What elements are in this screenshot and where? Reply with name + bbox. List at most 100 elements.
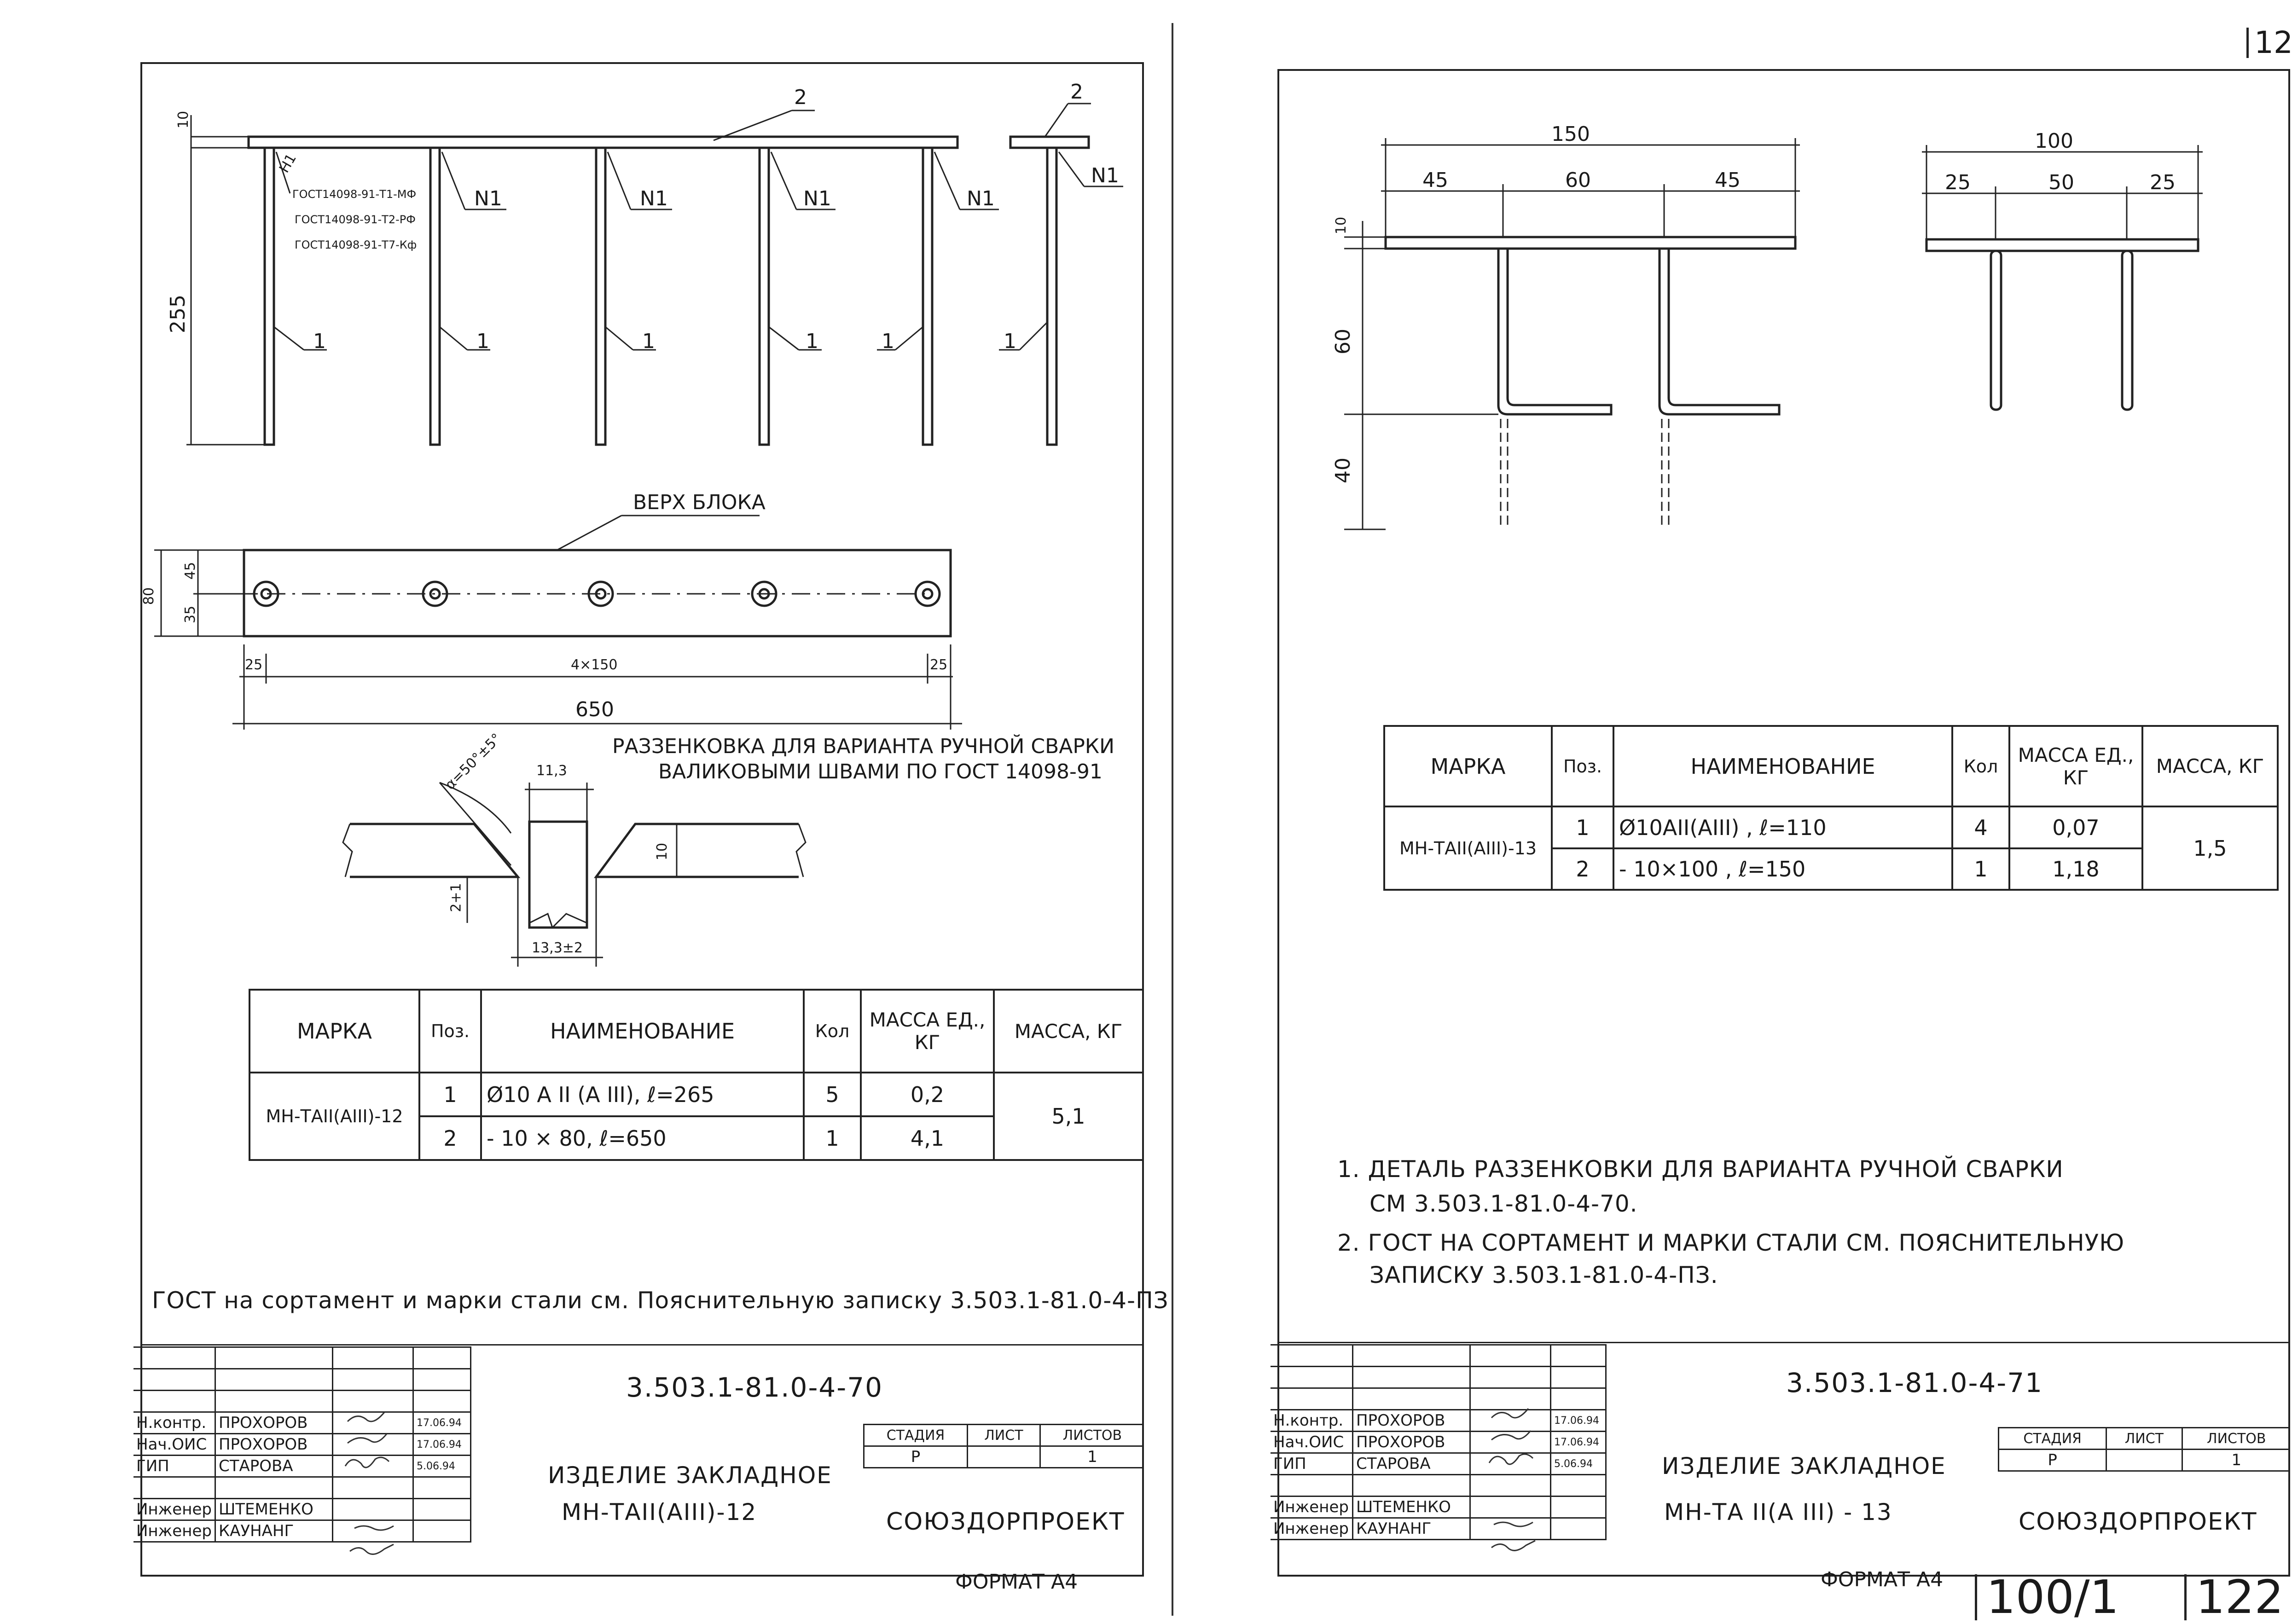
top-of-block-label: ВЕРХ БЛОКА	[633, 491, 766, 514]
stage-value: Р	[863, 1445, 968, 1468]
bevel-width-bottom-label: 13,3±2	[532, 940, 583, 956]
dim-b-right: 25	[2150, 171, 2176, 194]
bevel-width-top-label: 11,3	[536, 763, 567, 779]
plan-length-label: 650	[575, 698, 614, 721]
weld-mark-label: N1	[803, 187, 831, 210]
plan-spacing-label: 4×150	[571, 657, 618, 673]
bevel-detail-drawing	[342, 782, 807, 967]
stamp-person: СТАРОВА	[214, 1455, 333, 1478]
spec-pos-cell: 2	[1551, 847, 1614, 891]
spec-mark-cell: МН-ТАII(АIII)-13	[1383, 806, 1553, 891]
page-number-bottom-right: 122	[2184, 1574, 2284, 1620]
spec-name-cell: - 10×100 , ℓ=150	[1613, 847, 1953, 891]
sheets-value: 1	[2181, 1449, 2290, 1472]
stamp-role: Нач.ОИС	[133, 1433, 216, 1456]
bar-position-label: 1	[1004, 330, 1016, 353]
page-number-bottom-left: 100/1	[1975, 1574, 2119, 1620]
stamp-role: Нач.ОИС	[1271, 1431, 1353, 1454]
weld-mark-label: N1	[474, 187, 502, 210]
left-stamp-code: 3.503.1-81.0-4-70	[626, 1372, 883, 1403]
header-mark: МАРКА	[1383, 725, 1553, 808]
plate-position-label-end: 2	[1070, 80, 1083, 104]
stage-header: СТАДИЯ	[1997, 1427, 2107, 1450]
stamp-role: Инженер	[1271, 1496, 1353, 1519]
spec-name-cell: - 10 × 80, ℓ=650	[480, 1115, 805, 1161]
weld-mark-label: N1	[967, 187, 995, 210]
right-note-2-cont: ЗАПИСКУ 3.503.1-81.0-4-ПЗ.	[1369, 1262, 1718, 1288]
right-format-label: ФОРМАТ А4	[1821, 1568, 1944, 1591]
spec-total-mass-cell: 1,5	[2141, 806, 2279, 891]
dim-b-mid: 50	[2048, 171, 2074, 194]
plan-edge-left-label: 25	[245, 657, 263, 673]
spec-unit-mass-cell: 0,07	[2008, 806, 2143, 849]
right-note-1-cont: СМ 3.503.1-81.0-4-70.	[1369, 1190, 1638, 1217]
header-unit-mass: МАССА ЕД., КГ	[860, 989, 995, 1073]
spec-qty-cell: 1	[1951, 847, 2010, 891]
spec-qty-cell: 1	[803, 1115, 862, 1161]
bevel-title-line-2: ВАЛИКОВЫМИ ШВАМИ ПО ГОСТ 14098-91	[658, 760, 1102, 783]
header-pos: Поз.	[418, 989, 482, 1073]
stamp-role: Инженер	[1271, 1517, 1353, 1540]
dim-a-total: 150	[1551, 122, 1590, 146]
stage-value: Р	[1997, 1449, 2107, 1472]
right-stamp-title-2: МН-ТА II(А III) - 13	[1664, 1499, 1892, 1525]
left-stamp-org: СОЮЗДОРПРОЕКТ	[886, 1508, 1125, 1536]
bevel-title-line-1: РАЗЗЕНКОВКА ДЛЯ ВАРИАНТА РУЧНОЙ СВАРКИ	[612, 735, 1115, 758]
stamp-date: 5.06.94	[1550, 1452, 1607, 1475]
stamp-person: ПРОХОРОВ	[1352, 1431, 1471, 1454]
right-note-2: 2. ГОСТ НА СОРТАМЕНТ И МАРКИ СТАЛИ СМ. П…	[1337, 1230, 2125, 1256]
header-total-mass: МАССА, КГ	[2141, 725, 2279, 808]
right-spec-table: МАРКА Поз. НАИМЕНОВАНИЕ Кол МАССА ЕД., К…	[1383, 725, 2279, 891]
left-elevation-drawing	[186, 103, 1123, 446]
left-plan-drawing	[154, 515, 962, 730]
stamp-role: Инженер	[133, 1520, 216, 1543]
stamp-date: 17.06.94	[412, 1411, 471, 1434]
stamp-person: ПРОХОРОВ	[1352, 1409, 1471, 1432]
left-stamp-title-2: МН-ТАII(АIII)-12	[562, 1499, 757, 1525]
spec-mark-cell: МН-ТАII(АIII)-12	[249, 1072, 420, 1161]
stamp-date: 17.06.94	[1550, 1431, 1607, 1454]
left-format-label: ФОРМАТ А4	[955, 1570, 1078, 1594]
gost-line-1: ГОСТ14098-91-Т1-МФ	[292, 188, 417, 201]
plan-edge-right-label: 25	[930, 657, 948, 673]
left-spec-table: МАРКА Поз. НАИМЕНОВАНИЕ Кол МАССА ЕД., К…	[249, 989, 1144, 1161]
spec-name-cell: Ø10АII(АIII) , ℓ=110	[1613, 806, 1953, 849]
header-unit-mass: МАССА ЕД., КГ	[2008, 725, 2143, 808]
header-mark: МАРКА	[249, 989, 420, 1073]
stamp-role: Н.контр.	[1271, 1409, 1353, 1432]
weld-mark-label: N1	[1091, 164, 1119, 187]
header-name: НАИМЕНОВАНИЕ	[1613, 725, 1953, 808]
dim-b-total: 100	[2035, 129, 2073, 153]
sheets-value: 1	[1039, 1445, 1144, 1468]
dim-b-left: 25	[1945, 171, 1971, 194]
left-stamp-signatures	[344, 1412, 394, 1555]
bar-position-label: 1	[476, 330, 489, 353]
spec-unit-mass-cell: 1,18	[2008, 847, 2143, 891]
sheet-value	[966, 1445, 1041, 1468]
right-anchor-drawing-a	[1344, 138, 1800, 530]
right-stamp-title-1: ИЗДЕЛИЕ ЗАКЛАДНОЕ	[1662, 1453, 1946, 1479]
gost-line-2: ГОСТ14098-91-Т2-РФ	[295, 213, 416, 226]
sheet-header: ЛИСТ	[2106, 1427, 2183, 1450]
gost-line-3: ГОСТ14098-91-Т7-Кф	[295, 238, 417, 251]
bar-position-label: 1	[806, 330, 818, 353]
spec-total-mass-cell: 5,1	[993, 1072, 1144, 1161]
header-pos: Поз.	[1551, 725, 1614, 808]
dim-a-mid: 60	[1565, 168, 1591, 192]
stamp-role: Н.контр.	[133, 1411, 216, 1434]
stamp-person: КАУНАНГ	[1352, 1517, 1471, 1540]
stamp-person: КАУНАНГ	[214, 1520, 333, 1543]
dim-a-right: 45	[1715, 168, 1741, 192]
stamp-date: 17.06.94	[1550, 1409, 1607, 1432]
stamp-role: Инженер	[133, 1498, 216, 1521]
sheet-header: ЛИСТ	[966, 1424, 1041, 1447]
spec-unit-mass-cell: 4,1	[860, 1115, 995, 1161]
spec-qty-cell: 5	[803, 1072, 862, 1117]
left-gost-note: ГОСТ на сортамент и марки стали см. Пояс…	[152, 1287, 1169, 1314]
bar-position-label: 1	[642, 330, 655, 353]
spec-pos-cell: 2	[418, 1115, 482, 1161]
right-anchor-drawing-b	[1922, 145, 2203, 411]
